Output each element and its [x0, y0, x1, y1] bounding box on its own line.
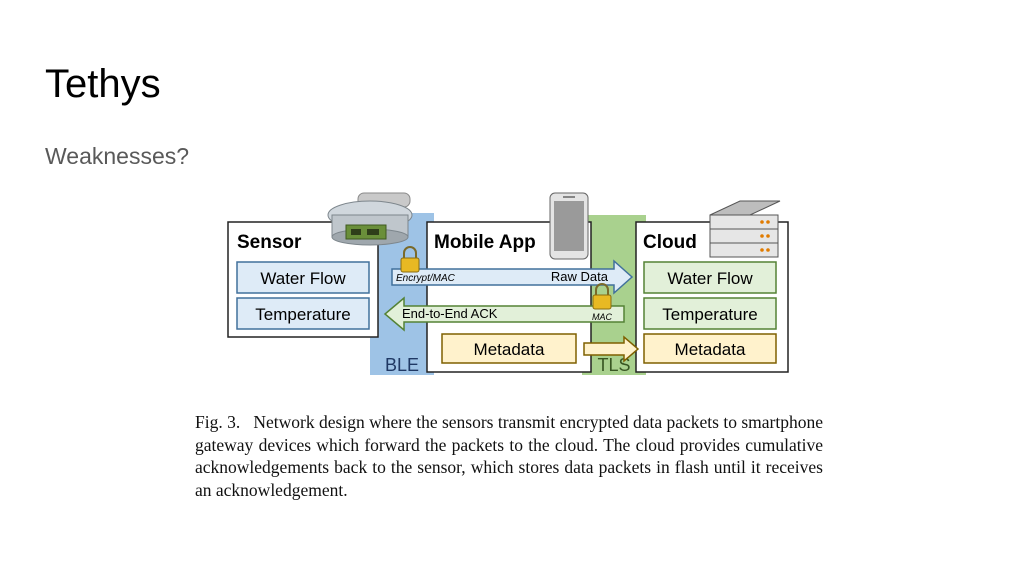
raw-data-arrow: Encrypt/MAC Raw Data [391, 259, 634, 295]
sensor-field-water-flow [236, 261, 370, 294]
slide-subtitle: Weaknesses? [45, 143, 190, 169]
cloud-field-water-flow-label: Water Flow [667, 269, 753, 288]
sensor-box: Sensor Water Flow Temperature [227, 192, 413, 338]
ble-label: BLE [385, 355, 419, 375]
slide-title: Tethys [45, 62, 161, 106]
padlock-icon [592, 283, 612, 310]
sensor-title: Sensor [237, 232, 302, 253]
cloud-field-water-flow [643, 261, 777, 294]
mobile-app-metadata [441, 333, 577, 364]
mac-label: MAC [592, 312, 613, 322]
padlock-icon [400, 246, 420, 273]
sensor-field-temperature [236, 297, 370, 330]
end-to-end-ack-arrow: End-to-End ACK MAC [383, 296, 625, 332]
encrypt-mac-label: Encrypt/MAC [396, 273, 456, 284]
smartphone-icon [549, 192, 589, 260]
cloud-title: Cloud [643, 232, 697, 253]
figure-caption-text: Network design where the sensors transmi… [195, 412, 823, 500]
raw-data-label: Raw Data [551, 269, 609, 284]
mobile-app-box: Mobile App Metadata [426, 192, 592, 373]
figure-caption-label: Fig. 3. [195, 412, 241, 432]
cloud-box: Cloud Water Flow Temperature Metadata [635, 200, 789, 373]
sensor-field-water-flow-label: Water Flow [260, 269, 346, 288]
metadata-arrow [583, 335, 640, 363]
cloud-field-metadata [643, 333, 777, 364]
cloud-field-temperature [643, 297, 777, 330]
mobile-app-metadata-label: Metadata [474, 340, 545, 359]
mobile-app-title: Mobile App [434, 232, 536, 253]
cloud-field-temperature-label: Temperature [662, 305, 757, 324]
sensor-field-temperature-label: Temperature [255, 305, 350, 324]
tls-label: TLS [597, 355, 630, 375]
end-to-end-ack-label: End-to-End ACK [402, 306, 498, 321]
network-design-diagram: BLE TLS Sensor Water Flow Temperature Mo… [227, 192, 789, 375]
figure-caption: Fig. 3. Network design where the sensors… [195, 411, 823, 501]
server-stack-icon [709, 200, 781, 258]
cloud-field-metadata-label: Metadata [675, 340, 746, 359]
water-flow-sensor-icon [327, 192, 413, 246]
